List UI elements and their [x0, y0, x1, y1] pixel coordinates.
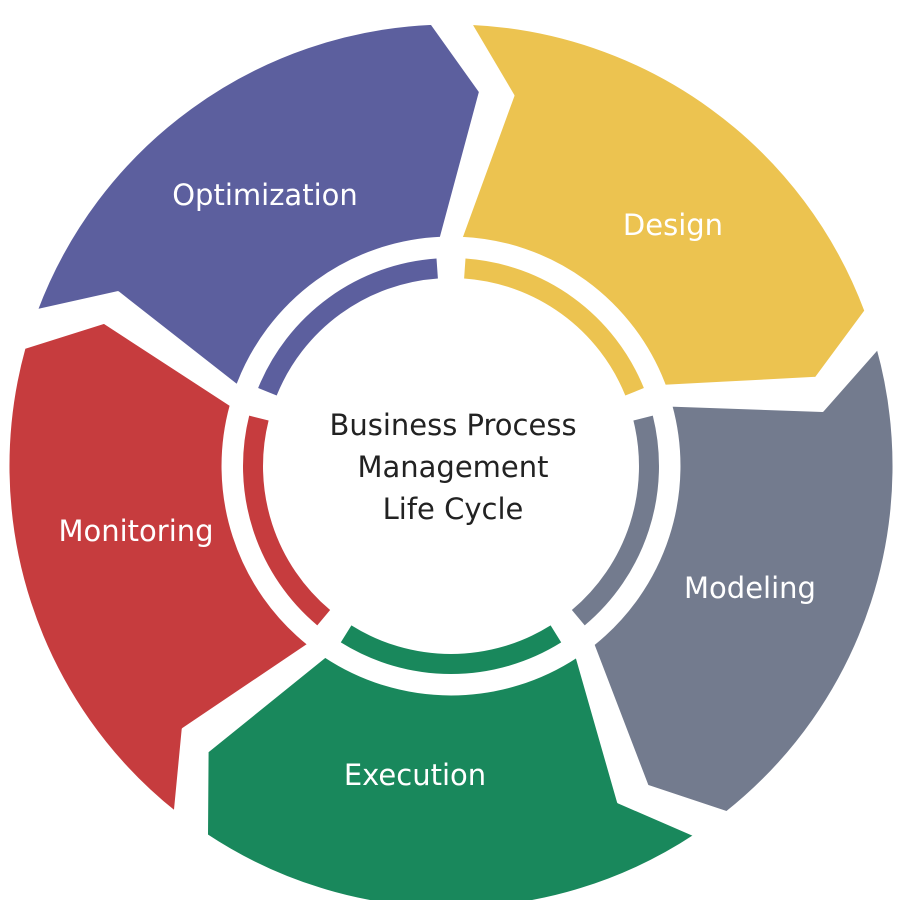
inner-arc-monitoring: [243, 415, 331, 626]
segment-labels: Design Modeling Execution Monitoring Opt…: [58, 178, 816, 792]
stage-label-design: Design: [623, 208, 723, 242]
inner-arc-optimization: [258, 258, 438, 396]
center-title-line-2: Management: [357, 450, 548, 484]
inner-arc-execution: [340, 625, 562, 674]
stage-label-monitoring: Monitoring: [58, 514, 213, 548]
inner-arc-modeling: [571, 415, 659, 626]
stage-label-optimization: Optimization: [172, 178, 358, 212]
center-title-line-3: Life Cycle: [383, 492, 524, 526]
segment-execution: [205, 654, 697, 900]
inner-arc-design: [464, 258, 644, 396]
inner-ring: [243, 258, 659, 674]
segment-monitoring: [6, 320, 311, 815]
stage-label-execution: Execution: [344, 758, 486, 792]
stage-label-modeling: Modeling: [684, 571, 816, 605]
center-title: Business Process Management Life Cycle: [329, 408, 576, 526]
segment-optimization: [34, 21, 482, 388]
segment-modeling: [591, 346, 896, 815]
center-circle: [273, 288, 629, 644]
segment-design: [459, 21, 868, 388]
segments-group: [6, 21, 896, 900]
center-title-line-1: Business Process: [329, 408, 576, 442]
